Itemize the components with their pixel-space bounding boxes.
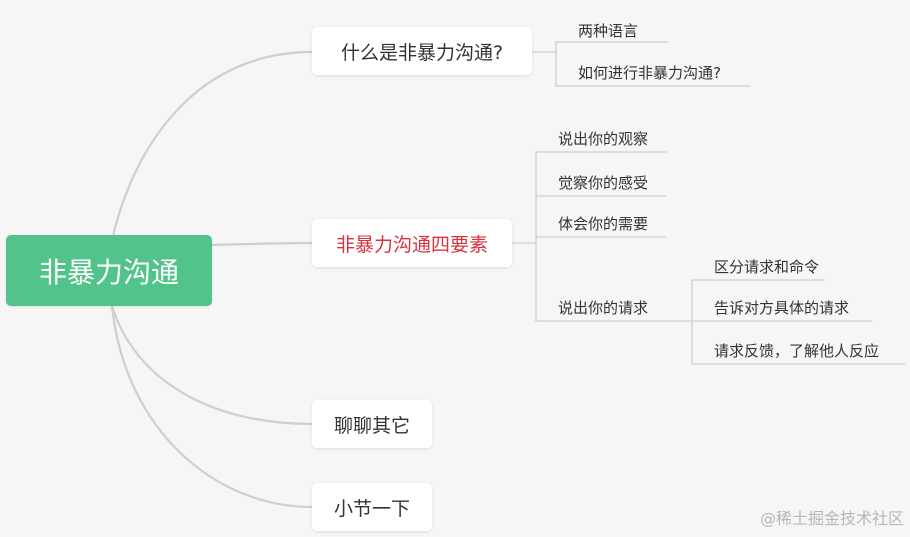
subtopic-specific-request[interactable]: 告诉对方具体的请求 bbox=[714, 299, 850, 317]
subtopic-request[interactable]: 说出你的请求 bbox=[558, 299, 649, 317]
link-root-branch-4 bbox=[110, 304, 314, 509]
subtopic-observation[interactable]: 说出你的观察 bbox=[558, 130, 649, 148]
subtopic-need[interactable]: 体会你的需要 bbox=[558, 215, 649, 233]
subtopic-how-to-nvc[interactable]: 如何进行非暴力沟通? bbox=[578, 64, 721, 82]
watermark: @稀土掘金技术社区 bbox=[759, 509, 904, 528]
topic-other[interactable]: 聊聊其它 bbox=[312, 400, 432, 448]
topic-what-is-nvc[interactable]: 什么是非暴力沟通? bbox=[312, 27, 532, 75]
topic-four-elements[interactable]: 非暴力沟通四要素 bbox=[312, 219, 512, 267]
topic-summary[interactable]: 小节一下 bbox=[312, 483, 432, 531]
root-topic[interactable]: 非暴力沟通 bbox=[6, 235, 212, 306]
link-root-branch-3 bbox=[110, 304, 314, 426]
subtopic-request-vs-command[interactable]: 区分请求和命令 bbox=[714, 258, 820, 276]
link-root-branch-1 bbox=[110, 50, 314, 242]
subtopic-two-languages[interactable]: 两种语言 bbox=[578, 22, 639, 40]
subtopic-ask-feedback[interactable]: 请求反馈，了解他人反应 bbox=[714, 342, 880, 360]
link-root-branch-2 bbox=[210, 241, 314, 247]
subtopic-feeling[interactable]: 觉察你的感受 bbox=[558, 174, 649, 192]
